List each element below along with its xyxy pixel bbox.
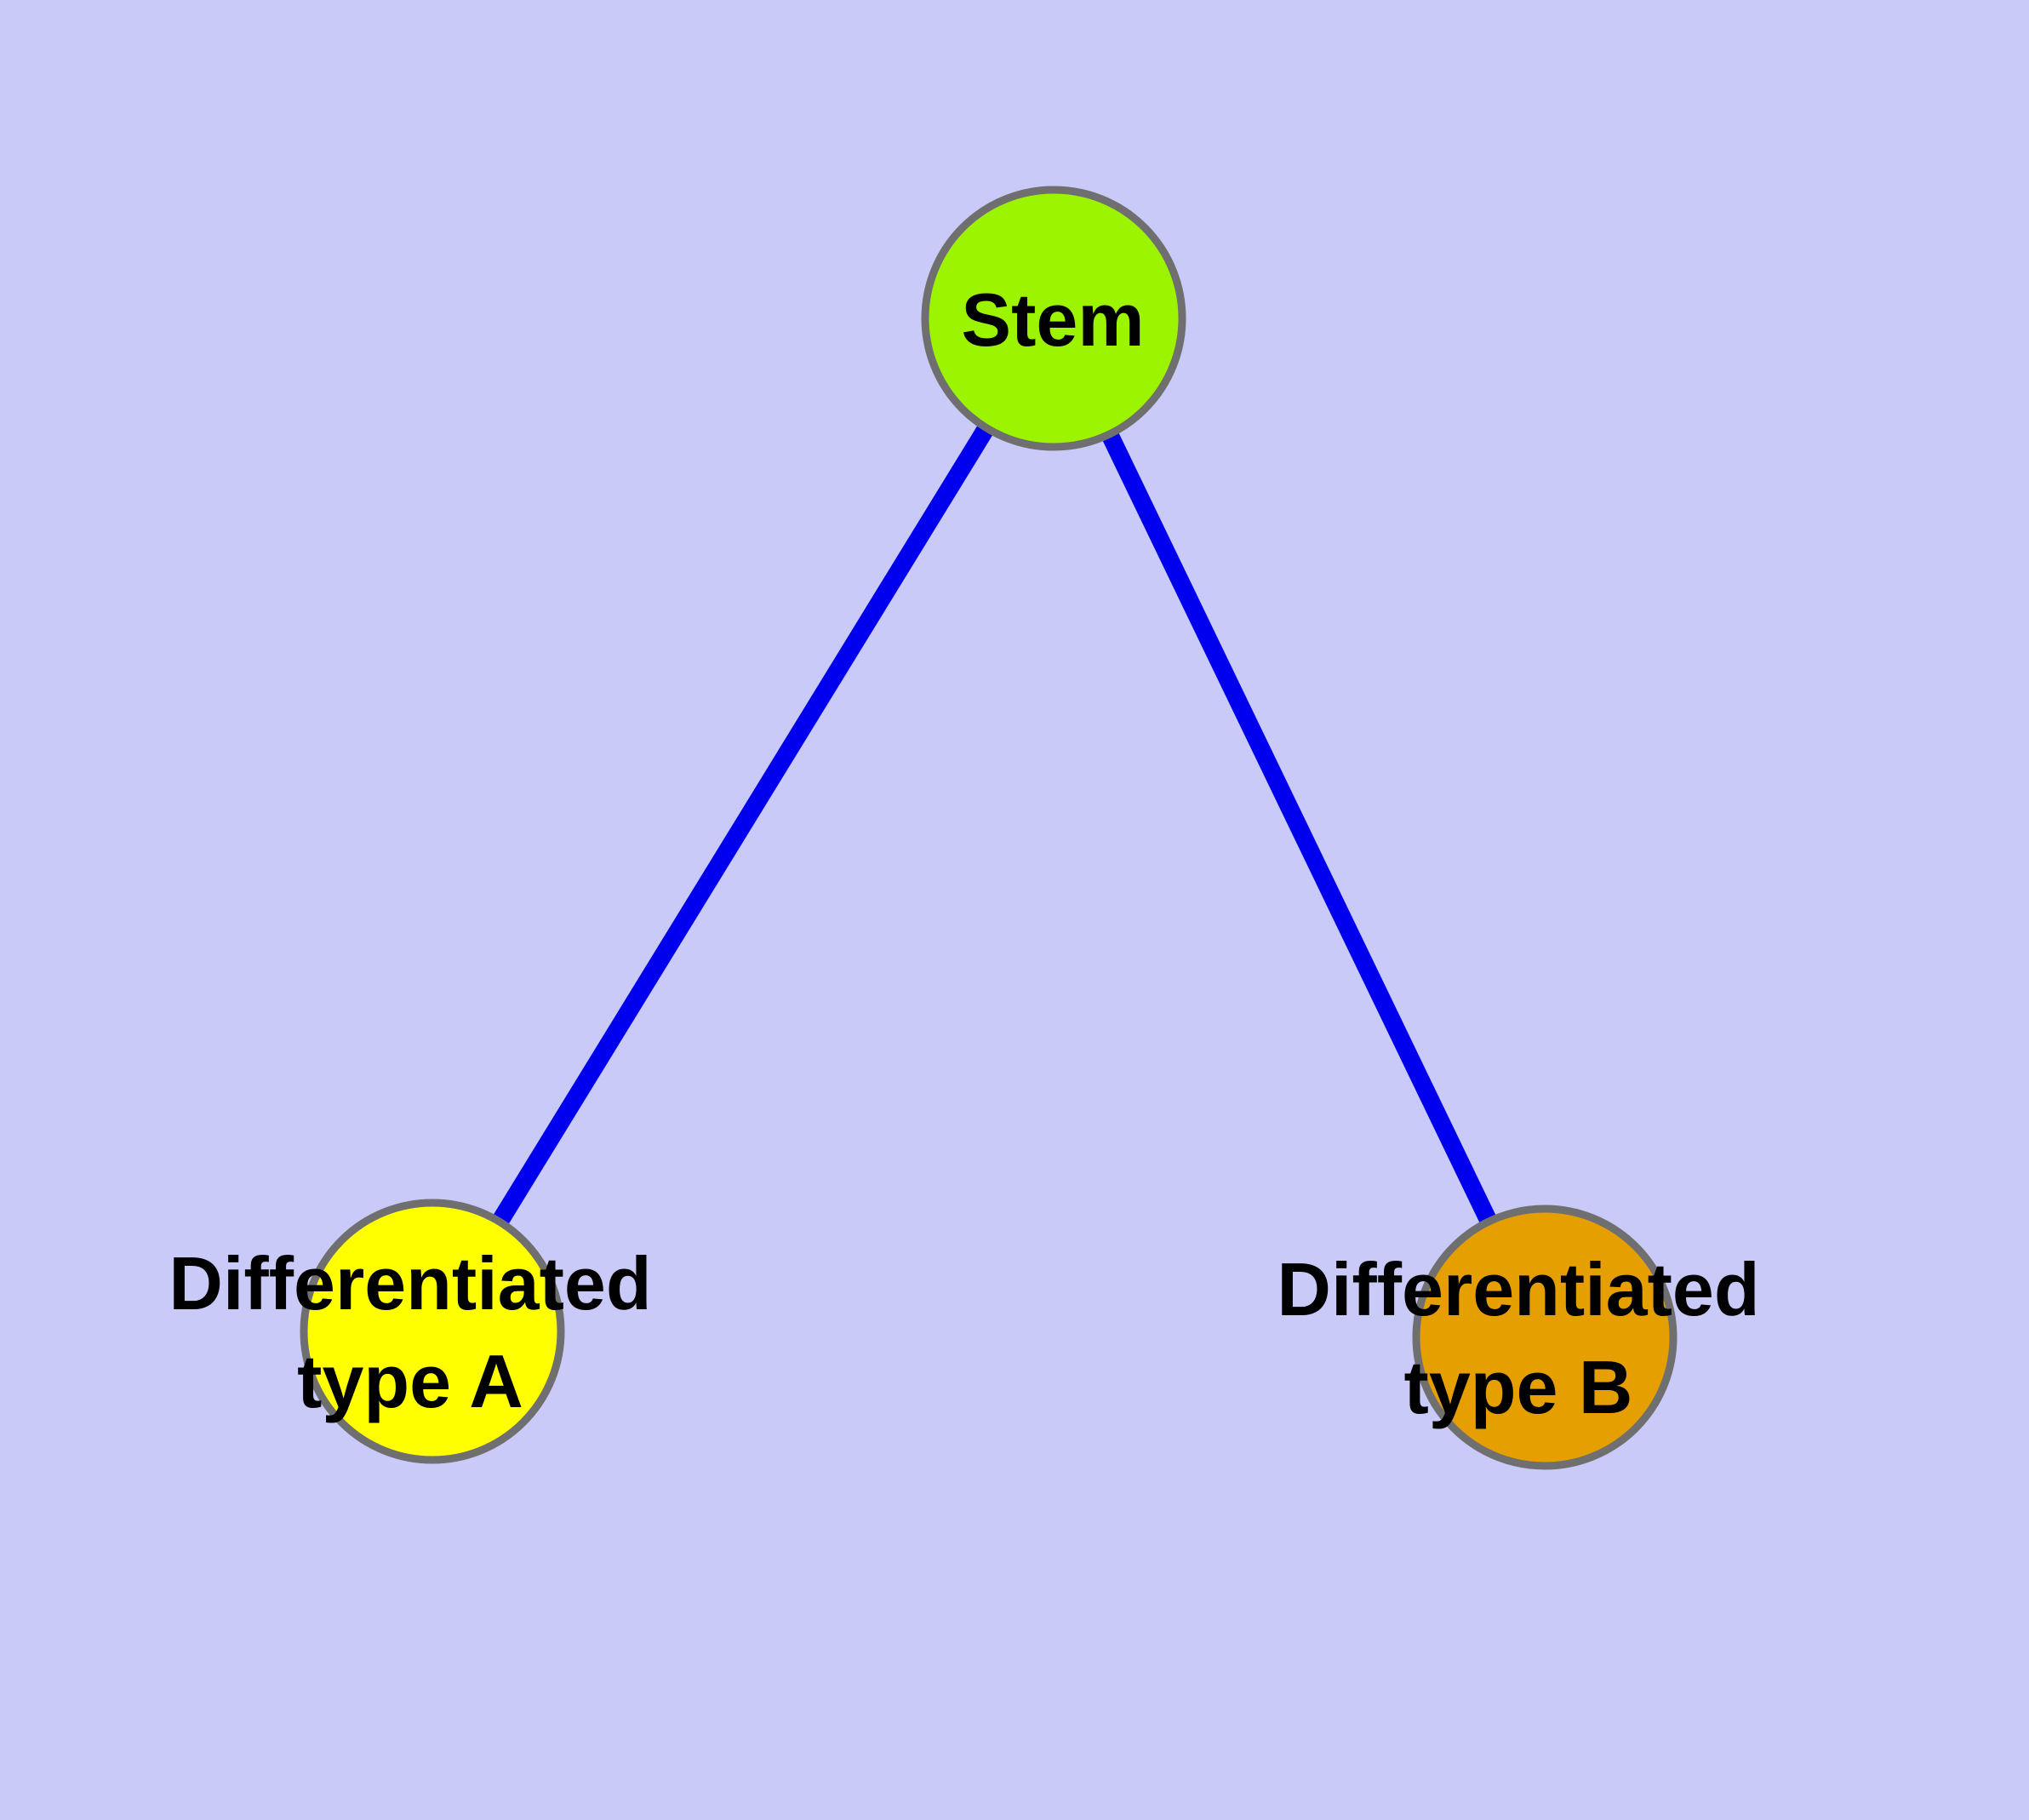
node-stem — [921, 186, 1186, 451]
node-type-b-label-line1: Differentiated — [1277, 1247, 1759, 1331]
node-differentiated-type-b — [1412, 1205, 1677, 1470]
edge-stem-to-type-b — [1045, 314, 1553, 1342]
node-type-a-label-line1: Differentiated — [169, 1241, 651, 1325]
node-differentiated-type-a — [300, 1199, 565, 1464]
edge-stem-to-type-a — [425, 313, 1061, 1336]
node-type-a-label-line2: type A — [297, 1339, 523, 1423]
node-stem-label: Stem — [961, 278, 1144, 362]
node-type-b-label-line2: type B — [1404, 1345, 1633, 1429]
